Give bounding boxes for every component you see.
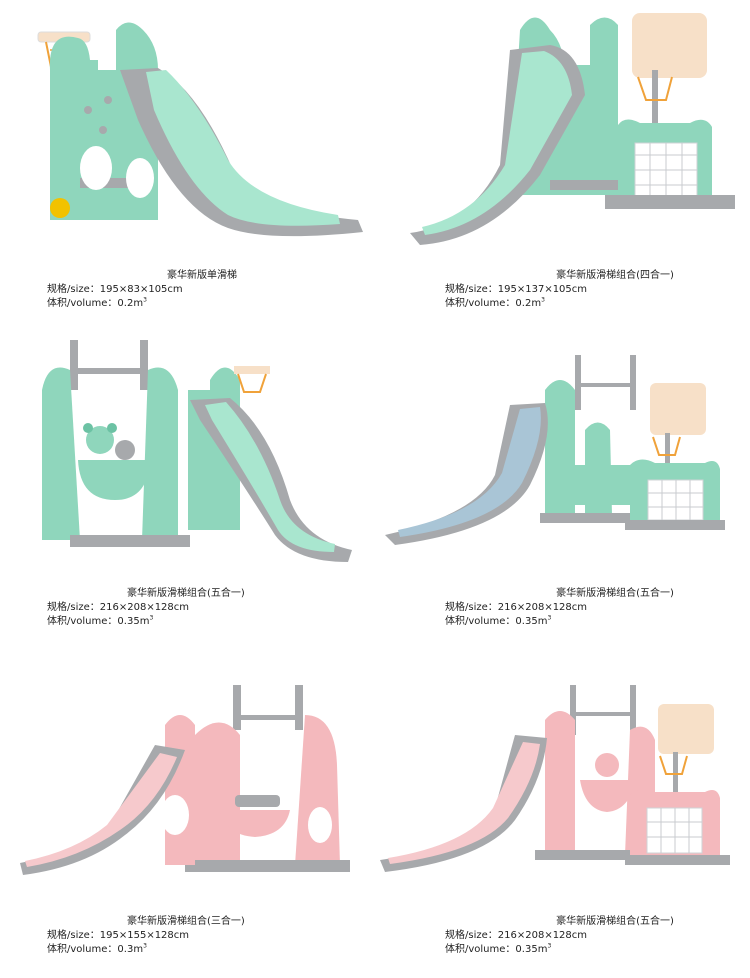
product-volume-row: 体积/volume：0.3m3	[47, 942, 147, 955]
product-volume-row: 体积/volume：0.2m3	[47, 296, 147, 309]
product-caption-3: 豪华新版滑梯组合(五合一) 规格/size：216×208×128cm 体积/v…	[47, 587, 357, 629]
product-card-5: 豪华新版滑梯组合(三合一) 规格/size：195×155×128cm 体积/v…	[0, 645, 375, 978]
product-size: 195×83×105cm	[99, 284, 183, 295]
product-size-row: 规格/size：216×208×128cm	[445, 930, 588, 941]
combo-illustration	[380, 685, 730, 872]
product-title: 豪华新版滑梯组合(五合一)	[556, 916, 674, 927]
product-size: 195×137×105cm	[497, 284, 588, 295]
product-title: 豪华新版单滑梯	[167, 270, 237, 281]
product-image-4	[380, 345, 740, 560]
product-size: 216×208×128cm	[497, 930, 588, 941]
slide-swing-illustration	[20, 685, 350, 875]
product-title: 豪华新版滑梯组合(四合一)	[556, 270, 674, 281]
product-volume-row: 体积/volume：0.35m3	[445, 942, 552, 955]
product-card-1: 豪华新版单滑梯 规格/size：195×83×105cm 体积/volume：0…	[0, 0, 375, 325]
product-size-row: 规格/size：195×83×105cm	[47, 284, 183, 295]
product-volume-row: 体积/volume：0.2m3	[445, 296, 545, 309]
product-volume: 0.35m	[117, 616, 150, 627]
product-size-row: 规格/size：216×208×128cm	[47, 602, 190, 613]
product-volume: 0.2m	[117, 298, 144, 309]
product-volume: 0.3m	[117, 944, 144, 955]
swing-slide-illustration	[42, 340, 352, 562]
product-caption-4: 豪华新版滑梯组合(五合一) 规格/size：216×208×128cm 体积/v…	[445, 587, 745, 629]
product-size: 216×208×128cm	[497, 602, 588, 613]
product-volume-row: 体积/volume：0.35m3	[445, 614, 552, 627]
product-title: 豪华新版滑梯组合(五合一)	[127, 588, 245, 599]
product-size-row: 规格/size：195×155×128cm	[47, 930, 190, 941]
product-title: 豪华新版滑梯组合(五合一)	[556, 588, 674, 599]
product-size: 195×155×128cm	[99, 930, 190, 941]
product-image-1	[28, 10, 368, 255]
product-volume: 0.35m	[515, 944, 548, 955]
product-image-6	[375, 680, 740, 890]
product-volume: 0.35m	[515, 616, 548, 627]
product-card-3: 豪华新版滑梯组合(五合一) 规格/size：216×208×128cm 体积/v…	[0, 325, 375, 645]
combo-illustration	[385, 355, 725, 545]
product-card-4: 豪华新版滑梯组合(五合一) 规格/size：216×208×128cm 体积/v…	[375, 325, 750, 645]
product-image-2	[390, 5, 740, 255]
slide-illustration	[410, 13, 735, 245]
product-size: 216×208×128cm	[99, 602, 190, 613]
product-caption-5: 豪华新版滑梯组合(三合一) 规格/size：195×155×128cm 体积/v…	[47, 915, 357, 957]
slide-illustration	[37, 22, 363, 237]
product-card-2: 豪华新版滑梯组合(四合一) 规格/size：195×137×105cm 体积/v…	[375, 0, 750, 325]
product-title: 豪华新版滑梯组合(三合一)	[127, 916, 245, 927]
product-card-6: 豪华新版滑梯组合(五合一) 规格/size：216×208×128cm 体积/v…	[375, 645, 750, 978]
product-volume: 0.2m	[515, 298, 542, 309]
product-size-row: 规格/size：195×137×105cm	[445, 284, 588, 295]
product-image-3	[30, 330, 360, 570]
product-caption-6: 豪华新版滑梯组合(五合一) 规格/size：216×208×128cm 体积/v…	[445, 915, 745, 957]
product-size-row: 规格/size：216×208×128cm	[445, 602, 588, 613]
product-image-5	[15, 675, 355, 885]
product-volume-row: 体积/volume：0.35m3	[47, 614, 154, 627]
product-caption-2: 豪华新版滑梯组合(四合一) 规格/size：195×137×105cm 体积/v…	[445, 269, 745, 311]
product-caption-1: 豪华新版单滑梯 规格/size：195×83×105cm 体积/volume：0…	[47, 269, 357, 311]
